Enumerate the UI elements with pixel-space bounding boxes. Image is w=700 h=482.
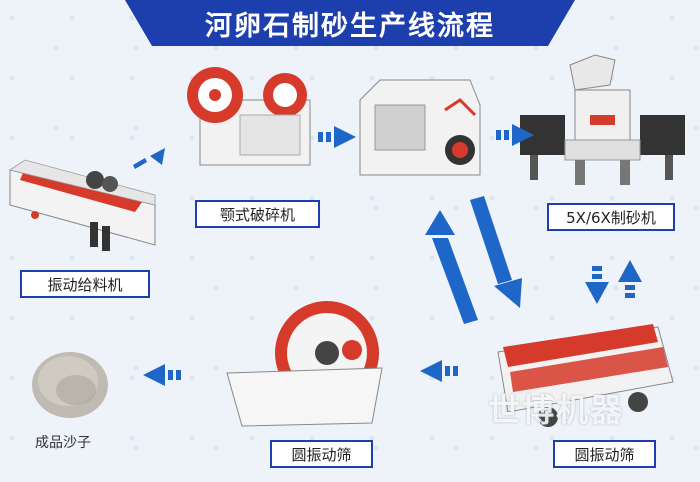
arrow-impact-to-screen <box>470 196 522 308</box>
arrow-feeder-to-jaw <box>133 148 165 169</box>
arrow-sandmaker-to-screen <box>585 266 609 304</box>
arrow-jaw-to-impact <box>318 126 356 148</box>
arrow-washer-to-product <box>143 364 181 386</box>
arrow-screen-to-impact <box>425 210 478 324</box>
arrow-screen-to-washer <box>420 360 458 382</box>
arrow-screen-to-sandmaker <box>618 260 642 298</box>
watermark: 世博机器 <box>488 385 624 431</box>
arrow-impact-to-sandmaker <box>496 124 534 146</box>
